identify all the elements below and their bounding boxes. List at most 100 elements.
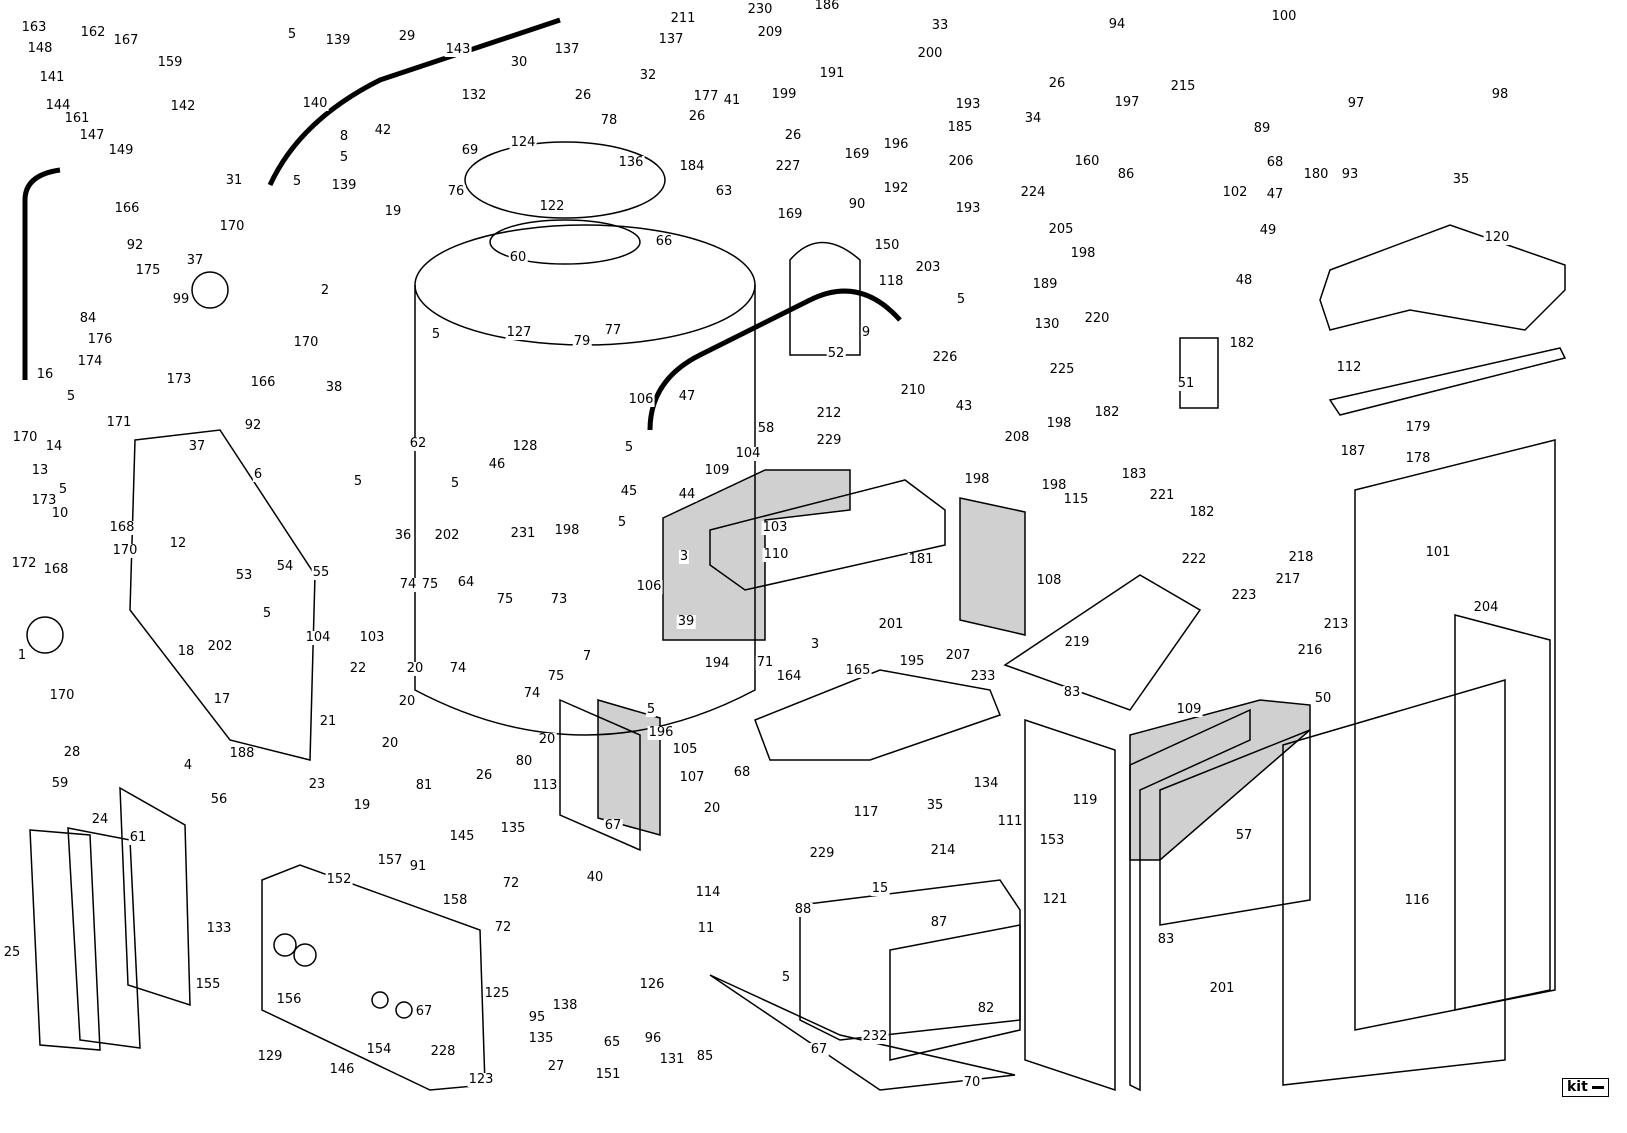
part-number-label[interactable]: 149 — [107, 143, 135, 158]
part-number-label[interactable]: 83 — [1156, 932, 1176, 947]
part-number-label[interactable]: 226 — [931, 350, 959, 365]
part-number-label[interactable]: 198 — [1069, 246, 1097, 261]
part-number-label[interactable]: 168 — [42, 562, 70, 577]
part-number-label[interactable]: 10 — [50, 506, 70, 521]
part-number-label[interactable]: 218 — [1287, 550, 1315, 565]
part-number-label[interactable]: 135 — [499, 821, 527, 836]
part-number-label[interactable]: 85 — [695, 1049, 715, 1064]
part-number-label[interactable]: 229 — [808, 846, 836, 861]
part-number-label[interactable]: 101 — [1424, 545, 1452, 560]
part-number-label[interactable]: 207 — [944, 648, 972, 663]
part-number-label[interactable]: 172 — [10, 556, 38, 571]
part-number-label[interactable]: 198 — [963, 472, 991, 487]
part-number-label[interactable]: 89 — [1252, 121, 1272, 136]
part-number-label[interactable]: 5 — [261, 606, 273, 621]
part-number-label[interactable]: 136 — [617, 155, 645, 170]
part-number-label[interactable]: 5 — [430, 327, 442, 342]
part-number-label[interactable]: 78 — [599, 113, 619, 128]
part-number-label[interactable]: 215 — [1169, 79, 1197, 94]
part-number-label[interactable]: 67 — [414, 1004, 434, 1019]
part-number-label[interactable]: 5 — [645, 702, 657, 717]
part-number-label[interactable]: 104 — [734, 446, 762, 461]
part-number-label[interactable]: 99 — [171, 292, 191, 307]
part-number-label[interactable]: 3 — [809, 637, 821, 652]
part-number-label[interactable]: 106 — [627, 392, 655, 407]
part-number-label[interactable]: 198 — [553, 523, 581, 538]
part-number-label[interactable]: 49 — [1258, 223, 1278, 238]
part-number-label[interactable]: 83 — [1062, 685, 1082, 700]
part-number-label[interactable]: 9 — [860, 325, 872, 340]
part-number-label[interactable]: 197 — [1113, 95, 1141, 110]
part-number-label[interactable]: 117 — [852, 805, 880, 820]
part-number-label[interactable]: 94 — [1107, 17, 1127, 32]
part-number-label[interactable]: 21 — [318, 714, 338, 729]
part-number-label[interactable]: 229 — [815, 433, 843, 448]
part-number-label[interactable]: 103 — [358, 630, 386, 645]
part-number-label[interactable]: 209 — [756, 25, 784, 40]
part-number-label[interactable]: 137 — [657, 32, 685, 47]
part-number-label[interactable]: 182 — [1093, 405, 1121, 420]
part-number-label[interactable]: 161 — [63, 111, 91, 126]
part-number-label[interactable]: 133 — [205, 921, 233, 936]
part-number-label[interactable]: 14 — [44, 439, 64, 454]
part-number-label[interactable]: 163 — [20, 20, 48, 35]
part-number-label[interactable]: 120 — [1483, 230, 1511, 245]
part-number-label[interactable]: 112 — [1335, 360, 1363, 375]
part-number-label[interactable]: 43 — [954, 399, 974, 414]
part-number-label[interactable]: 84 — [78, 311, 98, 326]
part-number-label[interactable]: 221 — [1148, 488, 1176, 503]
part-number-label[interactable]: 220 — [1083, 311, 1111, 326]
part-number-label[interactable]: 216 — [1296, 643, 1324, 658]
part-number-label[interactable]: 134 — [972, 776, 1000, 791]
part-number-label[interactable]: 191 — [818, 66, 846, 81]
part-number-label[interactable]: 132 — [460, 88, 488, 103]
part-number-label[interactable]: 5 — [338, 150, 350, 165]
part-number-label[interactable]: 195 — [898, 654, 926, 669]
part-number-label[interactable]: 47 — [677, 389, 697, 404]
part-number-label[interactable]: 74 — [522, 686, 542, 701]
part-number-label[interactable]: 12 — [168, 536, 188, 551]
part-number-label[interactable]: 199 — [770, 87, 798, 102]
part-number-label[interactable]: 57 — [1234, 828, 1254, 843]
part-number-label[interactable]: 81 — [414, 778, 434, 793]
part-number-label[interactable]: 24 — [90, 812, 110, 827]
part-number-label[interactable]: 223 — [1230, 588, 1258, 603]
part-number-label[interactable]: 32 — [638, 68, 658, 83]
part-number-label[interactable]: 107 — [678, 770, 706, 785]
part-number-label[interactable]: 125 — [483, 986, 511, 1001]
part-number-label[interactable]: 135 — [527, 1031, 555, 1046]
part-number-label[interactable]: 68 — [1265, 155, 1285, 170]
part-number-label[interactable]: 41 — [722, 93, 742, 108]
part-number-label[interactable]: 170 — [218, 219, 246, 234]
part-number-label[interactable]: 63 — [714, 184, 734, 199]
part-number-label[interactable]: 88 — [793, 902, 813, 917]
part-number-label[interactable]: 201 — [1208, 981, 1236, 996]
part-number-label[interactable]: 5 — [57, 482, 69, 497]
part-number-label[interactable]: 34 — [1023, 111, 1043, 126]
part-number-label[interactable]: 230 — [746, 2, 774, 17]
part-number-label[interactable]: 18 — [176, 644, 196, 659]
part-number-label[interactable]: 5 — [449, 476, 461, 491]
part-number-label[interactable]: 60 — [508, 250, 528, 265]
part-number-label[interactable]: 208 — [1003, 430, 1031, 445]
part-number-label[interactable]: 19 — [383, 204, 403, 219]
part-number-label[interactable]: 13 — [30, 463, 50, 478]
part-number-label[interactable]: 222 — [1180, 552, 1208, 567]
part-number-label[interactable]: 5 — [65, 389, 77, 404]
part-number-label[interactable]: 87 — [929, 915, 949, 930]
part-number-label[interactable]: 71 — [755, 655, 775, 670]
part-number-label[interactable]: 28 — [62, 745, 82, 760]
part-number-label[interactable]: 214 — [929, 843, 957, 858]
part-number-label[interactable]: 114 — [694, 885, 722, 900]
part-number-label[interactable]: 162 — [79, 25, 107, 40]
part-number-label[interactable]: 196 — [882, 137, 910, 152]
part-number-label[interactable]: 5 — [286, 27, 298, 42]
part-number-label[interactable]: 202 — [206, 639, 234, 654]
part-number-label[interactable]: 129 — [256, 1049, 284, 1064]
part-number-label[interactable]: 116 — [1403, 893, 1431, 908]
part-number-label[interactable]: 126 — [638, 977, 666, 992]
part-number-label[interactable]: 233 — [969, 669, 997, 684]
part-number-label[interactable]: 37 — [187, 439, 207, 454]
part-number-label[interactable]: 138 — [551, 998, 579, 1013]
part-number-label[interactable]: 70 — [962, 1075, 982, 1090]
